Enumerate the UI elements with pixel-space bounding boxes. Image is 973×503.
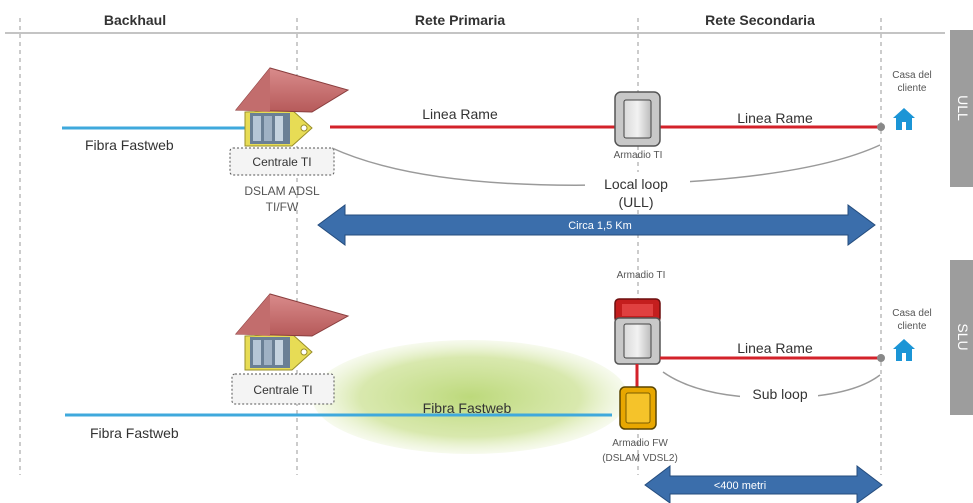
bottom-armadio-ti-label: Armadio TI [617, 270, 666, 281]
bottom-centrale-box [231, 373, 335, 405]
bottom-sub-loop-bg [740, 383, 818, 405]
top-casa-label-1: Casa del [892, 70, 931, 81]
bottom-fiber-inner-label: Fibra Fastweb [423, 400, 512, 416]
side-tab-ull [950, 30, 973, 187]
bottom-armadio-ti-cabinet [614, 298, 661, 365]
bottom-armadio-fw-label-1: Armadio FW [612, 438, 668, 449]
header-rete-secondaria: Rete Secondaria [705, 12, 815, 28]
top-local-loop-label-2: (ULL) [618, 194, 653, 210]
header-rete-primaria: Rete Primaria [415, 12, 505, 28]
bottom-green-coverage-area [312, 340, 628, 454]
side-tab-slu [950, 260, 973, 415]
bottom-armadio-fw-label-2: (DSLAM VDSL2) [602, 453, 678, 464]
top-centrale-label: Centrale TI [252, 155, 311, 169]
top-dslam-label-1: DSLAM ADSL [244, 184, 320, 198]
top-casa-label-2: cliente [898, 83, 927, 94]
top-distance-arrow [317, 204, 876, 246]
bottom-casa-label-1: Casa del [892, 308, 931, 319]
top-linea-rame-right: Linea Rame [737, 110, 813, 126]
top-armadio-ti-label: Armadio TI [614, 150, 663, 161]
bottom-armadio-fw-cabinet [619, 386, 657, 430]
top-centrale-box [229, 147, 335, 176]
bottom-distance-label: <400 metri [714, 480, 766, 492]
top-distance-label: Circa 1,5 Km [568, 220, 632, 232]
bottom-sub-loop-label: Sub loop [752, 386, 807, 402]
bottom-centrale-label: Centrale TI [253, 383, 312, 397]
bottom-linea-rame-label: Linea Rame [737, 340, 813, 356]
top-local-loop-bg [585, 172, 690, 210]
top-house-icon [893, 108, 915, 130]
bottom-customer-termination [877, 354, 885, 362]
bottom-distance-arrow [644, 464, 883, 503]
bottom-central-office-building [234, 293, 350, 371]
top-customer-termination [877, 123, 885, 131]
top-local-loop-label-1: Local loop [604, 176, 668, 192]
top-dslam-label-2: TI/FW [266, 200, 299, 214]
top-fiber-label: Fibra Fastweb [85, 137, 174, 153]
bottom-fiber-label: Fibra Fastweb [90, 425, 179, 441]
side-tab-ull-label: ULL [955, 95, 971, 121]
top-linea-rame-left: Linea Rame [422, 106, 498, 122]
top-armadio-ti-cabinet [614, 91, 661, 147]
top-central-office-building [234, 67, 350, 147]
header-backhaul: Backhaul [104, 12, 166, 28]
bottom-house-icon [893, 339, 915, 361]
bottom-casa-label-2: cliente [898, 321, 927, 332]
side-tab-slu-label: SLU [955, 323, 971, 350]
